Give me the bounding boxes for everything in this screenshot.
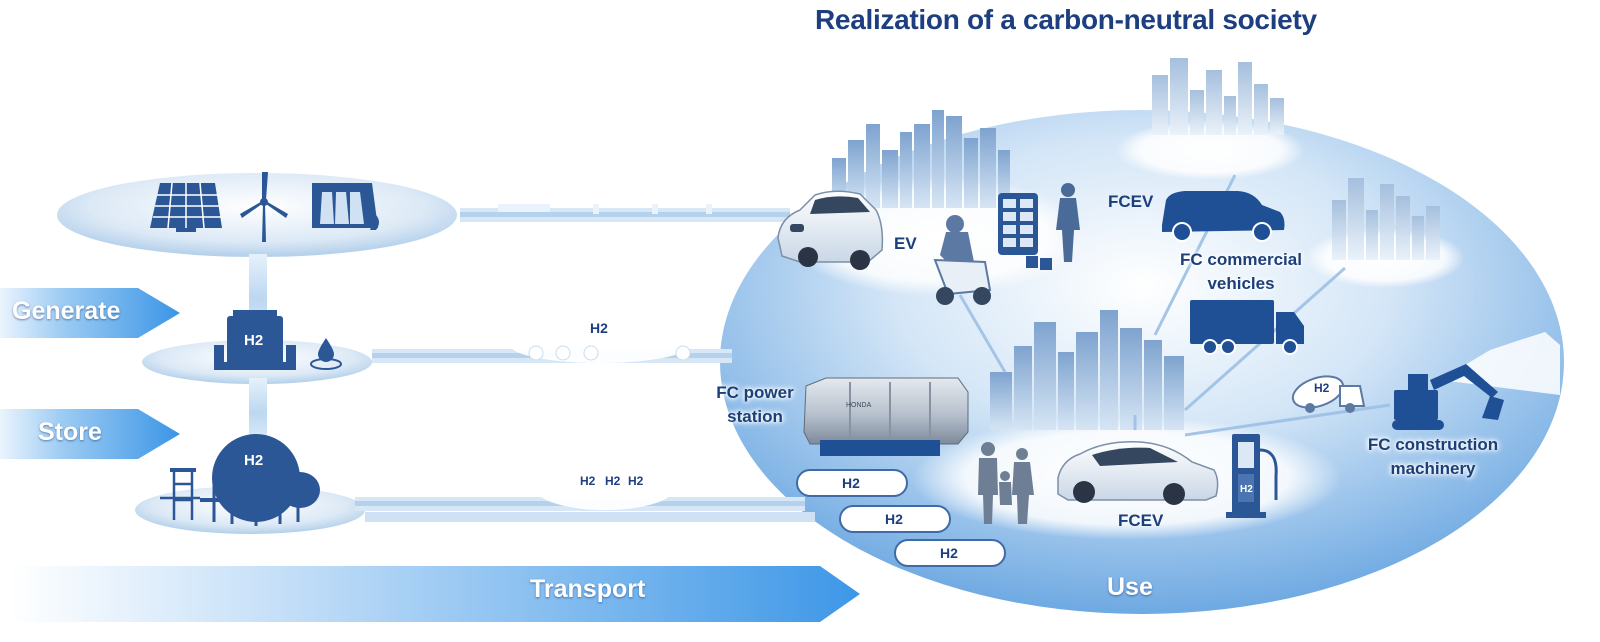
fc-power-station-label-line2: station <box>727 407 783 426</box>
scooter-rider-icon <box>933 215 992 305</box>
ev-label: EV <box>894 234 917 253</box>
page-title: Realization of a carbon-neutral society <box>815 4 1317 35</box>
fc-commercial-vehicles-label-line2: vehicles <box>1207 274 1275 293</box>
generate-platform <box>57 173 457 257</box>
hydrogen-pipeline <box>372 327 732 363</box>
hydrogen-tank-icon <box>214 310 296 370</box>
hydrogen-dispenser-icon <box>1226 434 1278 518</box>
h2-pipeline-tag: H2 <box>590 320 608 336</box>
vertical-pipe-bottom <box>249 378 267 448</box>
mixer-truck-icon <box>1291 375 1366 413</box>
h2-trailer-tag-1: H2 <box>580 474 596 488</box>
city-skyline-right <box>1332 178 1440 260</box>
h2-dispenser-tag: H2 <box>1240 484 1253 495</box>
store-arrow <box>0 409 180 459</box>
fc-power-station-icon: HONDA <box>803 377 969 456</box>
fc-commercial-vehicles-label-line1: FC commercial <box>1180 250 1302 269</box>
fcev-sedan-icon <box>1057 441 1219 505</box>
generate-arrow <box>0 288 180 338</box>
h2-sphere-tag: H2 <box>244 452 264 469</box>
fc-construction-machinery-label-line2: machinery <box>1390 459 1476 478</box>
fcev-suv-icon <box>1162 191 1285 242</box>
water-drop-icon <box>310 338 342 370</box>
h2-cylinder-tag-3: H2 <box>940 545 958 561</box>
h2-mixer-tag: H2 <box>1314 381 1330 395</box>
fc-construction-machinery-label-line1: FC construction <box>1367 435 1499 454</box>
power-line <box>460 204 790 222</box>
person-icon <box>1056 183 1080 262</box>
hydrogen-cylinder-1 <box>796 469 908 497</box>
city-skyline-center <box>990 310 1184 430</box>
hydrogen-storage-sphere-icon <box>160 434 320 526</box>
h2-tank-tag: H2 <box>244 332 264 349</box>
excavator-icon <box>1392 364 1504 430</box>
dam-icon <box>312 183 379 230</box>
h2-trailer-tag-3: H2 <box>628 474 644 488</box>
ev-car-icon <box>777 190 884 270</box>
storage-transport-line <box>355 466 815 522</box>
fc-power-station-label-line1: FC power <box>716 383 794 402</box>
svg-text:HONDA: HONDA <box>846 402 872 409</box>
hydrogen-cylinder-3 <box>894 539 1006 567</box>
generate-stage-label: Generate <box>12 297 121 325</box>
store-stage-label: Store <box>38 418 102 446</box>
solar-panel-icon <box>150 182 222 232</box>
transport-stage-label: Transport <box>530 575 646 603</box>
city-skyline-top-right <box>1152 58 1284 135</box>
family-icon <box>978 442 1034 524</box>
fcev-bottom-label: FCEV <box>1118 511 1164 530</box>
hydrogen-cylinder-2 <box>839 505 951 533</box>
transport-arrow <box>10 566 860 622</box>
h2-trailer-tag-2: H2 <box>605 474 621 488</box>
use-stage-label: Use <box>1107 573 1153 601</box>
h2-cylinder-tag-2: H2 <box>885 511 903 527</box>
h2-cylinder-tag-1: H2 <box>842 475 860 491</box>
wind-turbine-icon <box>240 172 288 242</box>
fc-truck-icon <box>1190 300 1304 355</box>
fcev-top-label: FCEV <box>1108 192 1154 211</box>
battery-swap-station-icon <box>998 193 1052 270</box>
